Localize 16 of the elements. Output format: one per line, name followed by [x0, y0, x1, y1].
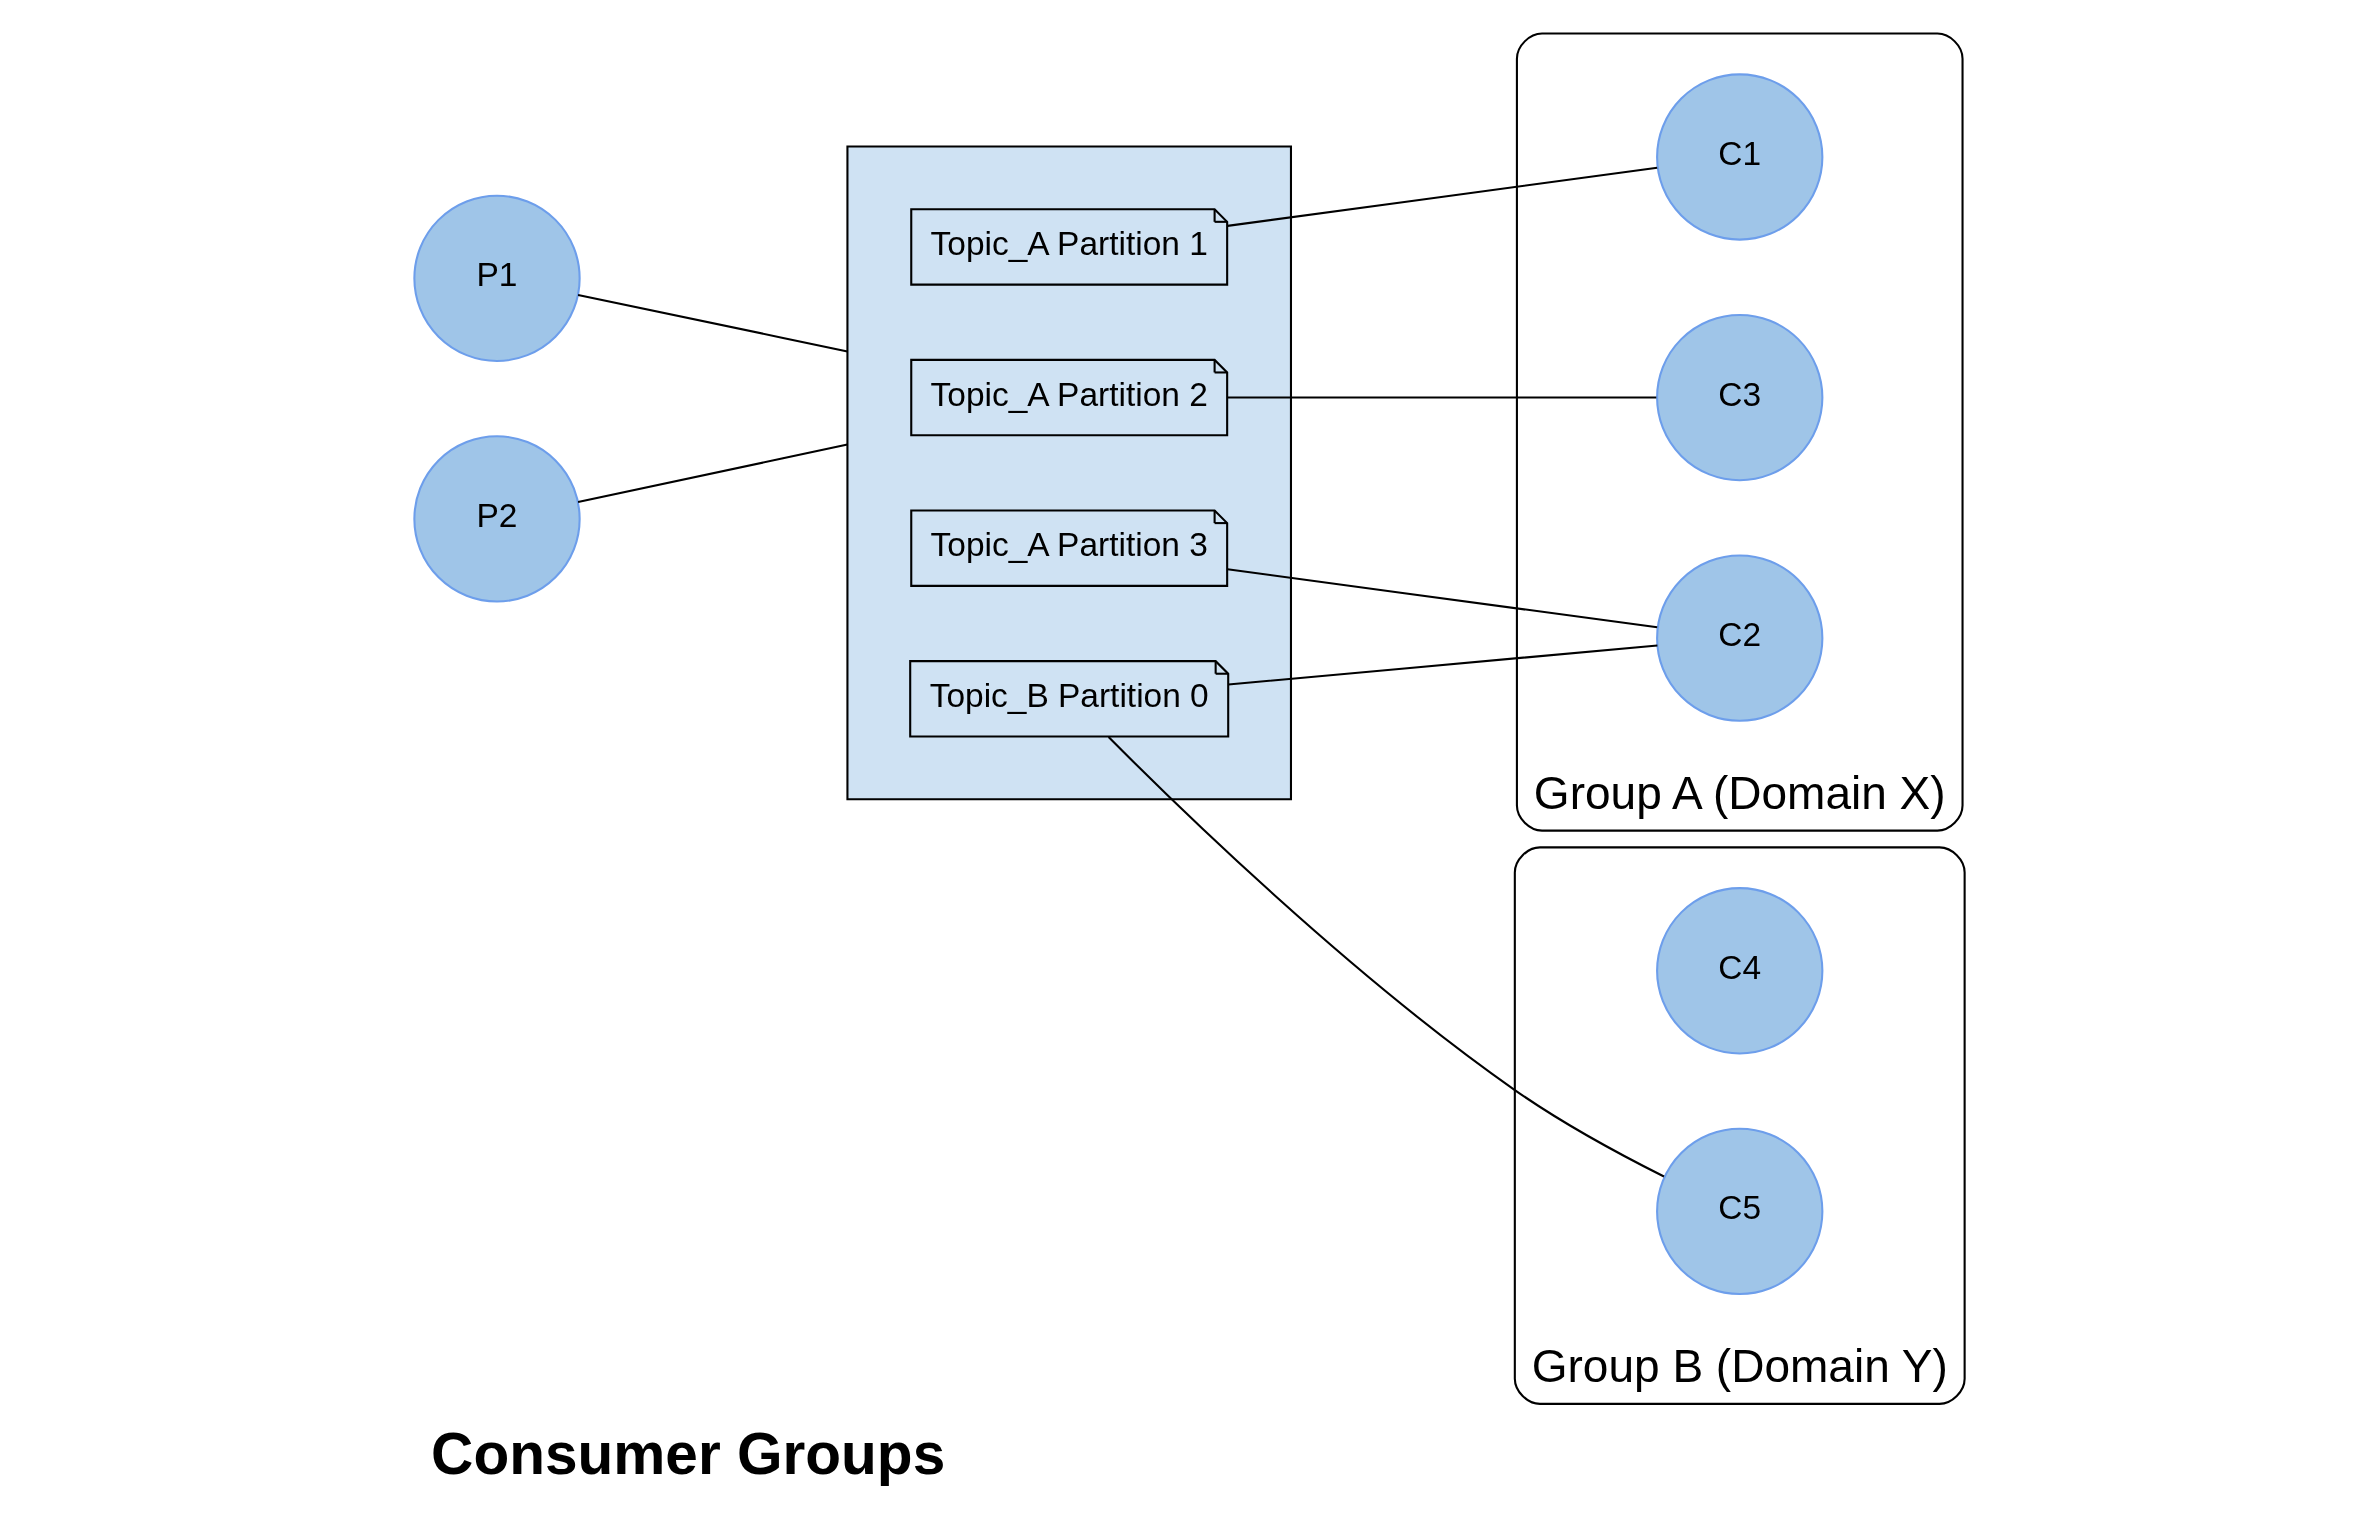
connector — [1226, 568, 1657, 629]
node-circle: C2 — [1655, 554, 1823, 722]
node-circle: C3 — [1655, 313, 1823, 482]
connector — [577, 293, 848, 353]
diagram-title: Consumer Groups — [430, 1420, 945, 1486]
node-circle: P2 — [412, 435, 581, 603]
node-circle: C1 — [1655, 73, 1823, 241]
connector — [577, 443, 848, 504]
node-circle: P1 — [412, 194, 581, 362]
connector — [1226, 166, 1657, 227]
connector — [1227, 396, 1656, 399]
connector — [1227, 644, 1657, 686]
connector — [1107, 736, 1664, 1178]
node-circle: C5 — [1655, 1127, 1823, 1296]
cluster — [845, 145, 1292, 801]
node-circle: C4 — [1655, 887, 1823, 1055]
